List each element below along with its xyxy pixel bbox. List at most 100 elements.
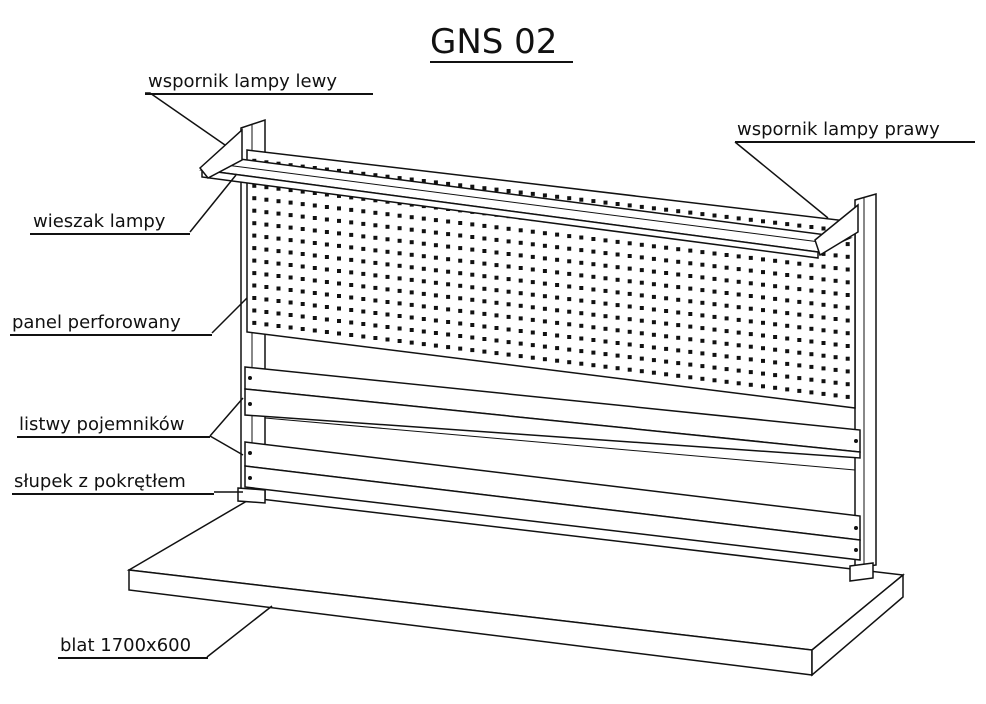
panel-hole <box>337 256 341 261</box>
panel-hole <box>797 363 802 368</box>
panel-hole <box>845 293 850 297</box>
panel-hole <box>676 348 681 353</box>
panel-hole <box>337 231 341 236</box>
panel-hole <box>603 339 608 344</box>
panel-hole <box>373 323 378 328</box>
panel-hole <box>567 297 572 302</box>
panel-hole <box>337 218 341 223</box>
panel-hole <box>542 294 547 299</box>
panel-hole <box>627 342 632 347</box>
panel-hole <box>264 322 269 327</box>
panel-hole <box>373 248 378 253</box>
leader-bracket-right <box>734 141 829 219</box>
panel-hole <box>470 260 475 265</box>
panel-hole <box>785 222 790 227</box>
panel-hole <box>470 222 475 227</box>
panel-hole <box>324 317 329 322</box>
panel-hole <box>639 242 644 247</box>
panel-hole <box>470 272 475 277</box>
panel-hole <box>312 278 317 283</box>
panel-hole <box>712 302 717 307</box>
underline-lamp-bracket-right <box>735 141 975 143</box>
panel-hole <box>458 183 463 188</box>
panel-hole <box>482 311 487 316</box>
panel-hole <box>579 197 584 202</box>
panel-hole <box>518 190 523 195</box>
panel-hole <box>809 390 814 395</box>
panel-hole <box>555 308 560 313</box>
panel-hole <box>591 262 596 267</box>
panel-hole <box>627 304 632 309</box>
panel-hole <box>639 369 644 374</box>
panel-hole <box>409 340 414 345</box>
panel-hole <box>651 345 656 350</box>
panel-hole <box>712 327 717 332</box>
panel-hole <box>397 301 402 306</box>
panel-hole <box>409 265 414 270</box>
panel-hole <box>821 353 826 358</box>
panel-hole <box>542 193 547 198</box>
panel-hole <box>627 254 632 258</box>
panel-hole <box>264 247 269 252</box>
panel-hole <box>567 335 572 339</box>
panel-hole <box>845 331 850 336</box>
panel-hole <box>288 200 293 205</box>
panel-hole <box>349 333 354 337</box>
panel-hole <box>494 263 499 268</box>
panel-hole <box>288 325 293 330</box>
panel-hole <box>773 258 778 263</box>
panel-hole <box>530 355 535 360</box>
panel-hole <box>555 232 560 237</box>
panel-hole <box>736 267 741 272</box>
panel-hole <box>361 309 366 314</box>
panel-hole <box>264 310 269 314</box>
panel-hole <box>324 205 329 209</box>
panel-hole <box>324 292 329 297</box>
panel-hole <box>433 343 438 348</box>
panel-hole <box>821 277 826 282</box>
panel-hole <box>312 291 317 295</box>
label-lamp-hanger: wieszak lampy <box>33 211 166 232</box>
leader-rail-2 <box>209 435 244 456</box>
panel-hole <box>809 364 814 369</box>
panel-hole <box>761 257 765 262</box>
panel-hole <box>252 183 257 188</box>
panel-hole <box>676 361 681 366</box>
panel-hole <box>639 255 644 260</box>
panel-hole <box>470 323 475 327</box>
panel-hole <box>651 370 656 375</box>
panel-hole <box>627 266 632 271</box>
panel-hole <box>797 388 802 393</box>
panel-hole <box>591 300 596 305</box>
panel-hole <box>773 284 778 289</box>
panel-hole <box>761 219 765 224</box>
panel-hole <box>664 309 669 313</box>
panel-hole <box>300 189 305 194</box>
panel-hole <box>785 387 790 392</box>
panel-hole <box>579 248 584 253</box>
panel-hole <box>397 226 402 231</box>
panel-hole <box>252 308 257 313</box>
panel-hole <box>748 319 753 324</box>
underline-lamp-bracket-left <box>145 93 373 95</box>
panel-hole <box>664 271 669 275</box>
panel-hole <box>276 299 281 303</box>
panel-hole <box>591 363 596 368</box>
panel-hole <box>773 335 778 339</box>
panel-hole <box>700 364 705 369</box>
panel-hole <box>845 318 850 323</box>
panel-hole <box>603 238 608 243</box>
panel-hole <box>349 207 354 212</box>
panel-hole <box>785 349 790 354</box>
panel-hole <box>761 371 765 376</box>
panel-hole <box>409 277 414 282</box>
panel-hole <box>845 382 850 387</box>
panel-hole <box>494 338 499 343</box>
panel-hole <box>276 311 281 316</box>
panel-hole <box>664 359 669 364</box>
panel-hole <box>264 185 269 190</box>
worktop <box>126 497 905 677</box>
panel-hole <box>518 316 523 321</box>
panel-hole <box>446 320 451 324</box>
panel-hole <box>530 254 535 259</box>
